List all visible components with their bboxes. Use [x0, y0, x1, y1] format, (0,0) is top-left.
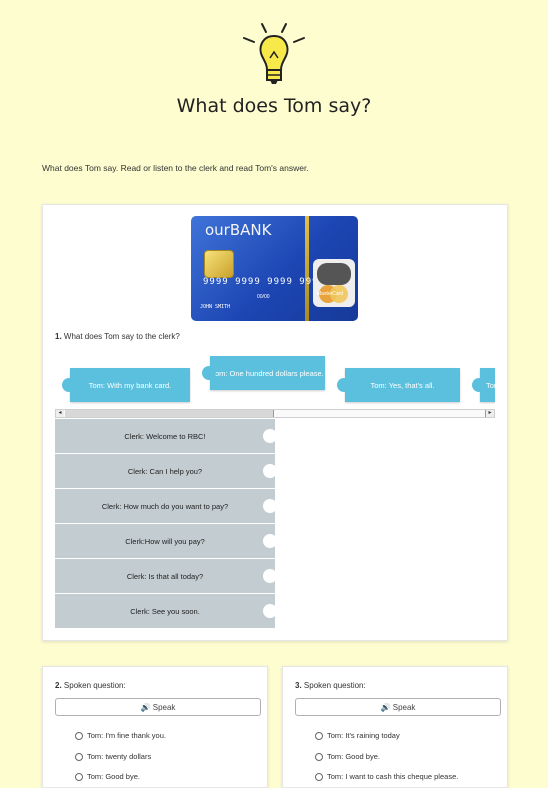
card-expiry: 00/00 [257, 294, 270, 300]
answer-option[interactable]: Tom: I'm fine thank you. [75, 731, 166, 740]
question-3-header: 3. Spoken question: [295, 681, 366, 690]
radio-icon [315, 772, 323, 781]
clerk-line-drop-target[interactable]: Clerk: See you soon. [55, 594, 277, 628]
card-stripe [305, 216, 309, 321]
scroll-left-icon[interactable]: ◂ [56, 410, 64, 417]
card-bank-name: ourBANK [205, 221, 272, 239]
globe-icon [317, 263, 351, 285]
lightbulb-icon [243, 23, 305, 84]
card-holder: JOHN SMITH [200, 304, 231, 310]
radio-icon [75, 752, 83, 761]
radio-icon [315, 731, 323, 740]
clerk-line-drop-target[interactable]: Clerk: Welcome to RBC! [55, 419, 277, 453]
radio-icon [75, 731, 83, 740]
card-chip-icon [204, 250, 234, 278]
question-1-number: 1. [55, 332, 62, 341]
clerk-line-drop-target[interactable]: Clerk: How much do you want to pay? [55, 489, 277, 523]
clerk-line-drop-target[interactable]: Clerk: Is that all today? [55, 559, 277, 593]
speak-button[interactable]: 🔊 Speak [295, 698, 501, 716]
horizontal-scrollbar[interactable]: ◂ ▸ [55, 409, 495, 418]
card-number: 9999 9999 9999 9999 [203, 277, 325, 287]
clerk-line-drop-target[interactable]: Clerk: Can I help you? [55, 454, 277, 488]
answer-strip[interactable]: Tom: With my bank card. Tom: One hundred… [55, 349, 495, 407]
speak-button[interactable]: 🔊 Speak [55, 698, 261, 716]
answer-option[interactable]: Tom: I want to cash this cheque please. [315, 772, 458, 781]
radio-icon [315, 752, 323, 761]
question-1-text: 1. What does Tom say to the clerk? [55, 332, 180, 341]
clerk-line-drop-target[interactable]: Clerk:How will you pay? [55, 524, 277, 558]
answer-piece[interactable]: Tom: One hundred dollars please. [202, 356, 325, 390]
page-intro: What does Tom say. Read or listen to the… [42, 163, 309, 173]
bank-card-image: ourBANK 9999 9999 9999 9999 00/00 JOHN S… [191, 216, 358, 321]
answer-piece[interactable]: Tom [472, 368, 495, 402]
answer-piece[interactable]: Tom: With my bank card. [62, 368, 190, 402]
page-title: What does Tom say? [176, 95, 372, 117]
question-2-header: 2. Spoken question: [55, 681, 126, 690]
scroll-thumb[interactable] [65, 410, 274, 417]
answer-option[interactable]: Tom: twenty dollars [75, 752, 151, 761]
scroll-right-icon[interactable]: ▸ [485, 410, 494, 417]
mastercard-logo-icon: MasterCard [313, 259, 355, 307]
answer-piece[interactable]: Tom: Yes, that's all. [337, 368, 460, 402]
radio-icon [75, 772, 83, 781]
question-1-label: What does Tom say to the clerk? [63, 332, 180, 341]
question-2-panel: 2. Spoken question: 🔊 Speak Tom: I'm fin… [42, 666, 268, 788]
answer-option[interactable]: Tom: Good bye. [75, 772, 140, 781]
answer-option[interactable]: Tom: It's raining today [315, 731, 400, 740]
question-1-panel: ourBANK 9999 9999 9999 9999 00/00 JOHN S… [42, 204, 508, 641]
question-3-panel: 3. Spoken question: 🔊 Speak Tom: It's ra… [282, 666, 508, 788]
answer-option[interactable]: Tom: Good bye. [315, 752, 380, 761]
card-brand: MasterCard [317, 291, 344, 297]
